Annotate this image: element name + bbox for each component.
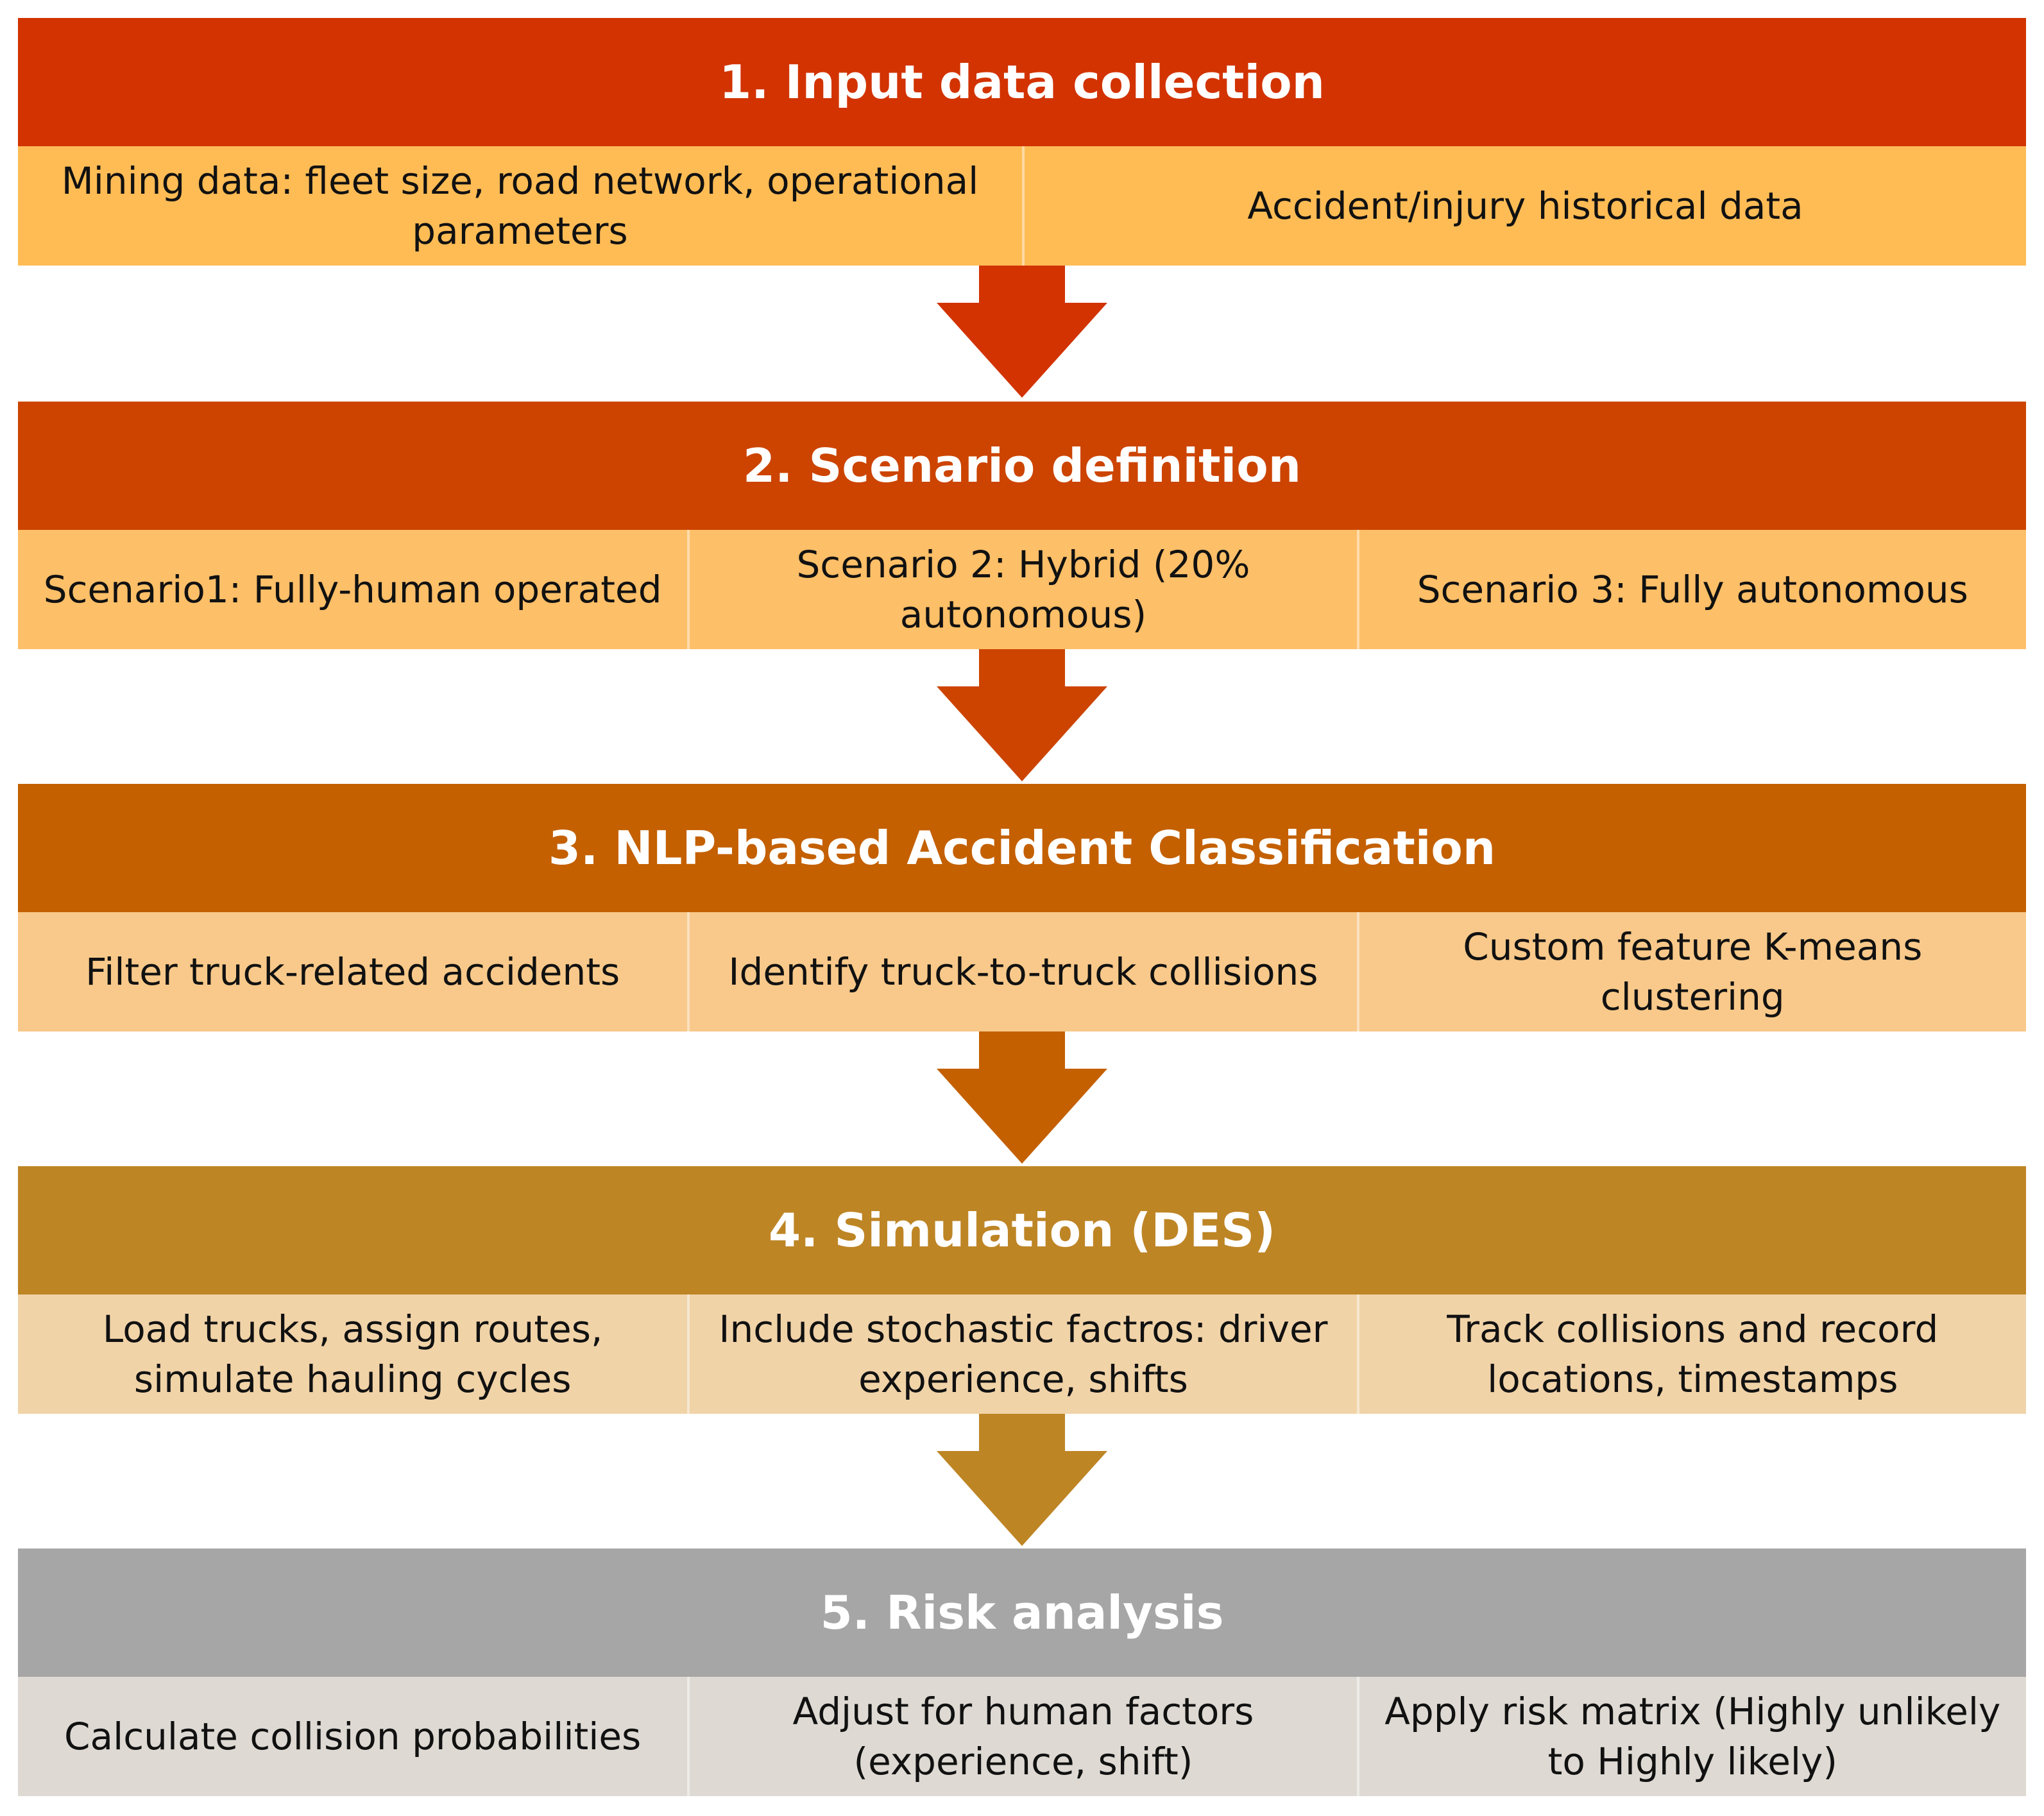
- step-1-item-2: Accident/injury historical data: [1022, 146, 2026, 266]
- step-1-header: 1. Input data collection: [18, 18, 2026, 146]
- step-3-header: 3. NLP-based Accident Classification: [18, 784, 2026, 912]
- step-3-item-1: Filter truck-related accidents: [18, 912, 688, 1031]
- step-4-item-2: Include stochastic factros: driver exper…: [687, 1294, 1357, 1414]
- step-1-items: Mining data: fleet size, road network, o…: [18, 146, 2026, 266]
- step-4-items: Load trucks, assign routes, simulate hau…: [18, 1294, 2026, 1414]
- step-5-items: Calculate collision probabilities Adjust…: [18, 1677, 2026, 1796]
- step-1-item-1: Mining data: fleet size, road network, o…: [18, 146, 1022, 266]
- step-4-item-3: Track collisions and record locations, t…: [1356, 1294, 2026, 1414]
- step-3-item-3: Custom feature K-means clustering: [1356, 912, 2026, 1031]
- step-5-item-1: Calculate collision probabilities: [18, 1677, 688, 1796]
- step-5-item-3: Apply risk matrix (Highly unlikely to Hi…: [1356, 1677, 2026, 1796]
- down-arrow-icon: [937, 1414, 1107, 1546]
- step-2-item-1: Scenario1: Fully-human operated: [18, 530, 688, 649]
- step-2-header: 2. Scenario definition: [18, 402, 2026, 530]
- down-arrow-icon: [937, 1031, 1107, 1164]
- step-4-header: 4. Simulation (DES): [18, 1166, 2026, 1294]
- step-2-items: Scenario1: Fully-human operated Scenario…: [18, 530, 2026, 649]
- step-5-header: 5. Risk analysis: [18, 1549, 2026, 1677]
- down-arrow-icon: [937, 649, 1107, 781]
- step-3-item-2: Identify truck-to-truck collisions: [687, 912, 1357, 1031]
- down-arrow-icon: [937, 266, 1107, 398]
- step-4-item-1: Load trucks, assign routes, simulate hau…: [18, 1294, 688, 1414]
- step-2-item-3: Scenario 3: Fully autonomous: [1356, 530, 2026, 649]
- step-2-item-2: Scenario 2: Hybrid (20% autonomous): [687, 530, 1357, 649]
- step-3-items: Filter truck-related accidents Identify …: [18, 912, 2026, 1031]
- step-5-item-2: Adjust for human factors (experience, sh…: [687, 1677, 1357, 1796]
